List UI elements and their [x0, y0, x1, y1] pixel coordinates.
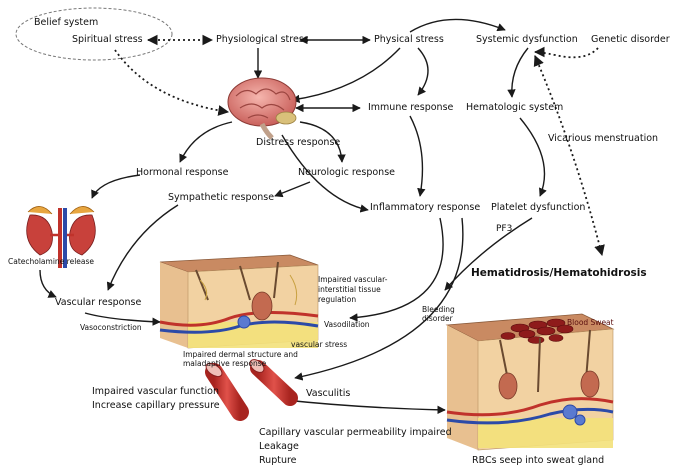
arrow-genetic-systemic	[535, 48, 598, 57]
rbcs-seep-label: RBCs seep into sweat gland	[472, 455, 604, 466]
impaired-interstitial-line3: regulation	[318, 295, 356, 304]
hematidrosis-title: Hematidrosis/Hematohidrosis	[471, 268, 647, 279]
arrow-inflammatory-vasodilation	[350, 218, 443, 318]
arrow-physical-immune	[418, 48, 428, 95]
arrow-brain-hormonal	[180, 122, 232, 162]
impaired-dermal-line1: Impaired dermal structure and	[183, 350, 298, 359]
vasculitis-label: Vasculitis	[306, 388, 350, 399]
impaired-vascular-function-label: Impaired vascular function	[92, 386, 219, 397]
vasoconstriction-label: Vasoconstriction	[80, 323, 142, 332]
bleeding-disorder-line1: Bleeding	[422, 305, 455, 314]
belief-system-label: Belief system	[34, 17, 98, 28]
arrow-vascular-skin	[85, 313, 160, 322]
systemic-dysfunction-label: Systemic dysfunction	[476, 34, 578, 45]
arrow-physical-systemic	[410, 19, 505, 32]
genetic-disorder-label: Genetic disorder	[591, 34, 670, 45]
capillary-permeability-label: Capillary vascular permeability impaired	[259, 427, 452, 438]
arrow-systemic-hematologic	[512, 48, 528, 97]
platelet-dysfunction-label: Platelet dysfunction	[491, 202, 585, 213]
vascular-response-label: Vascular response	[55, 297, 141, 308]
impaired-interstitial-line1: Impaired vascular-	[318, 275, 387, 284]
sympathetic-response-label: Sympathetic response	[168, 192, 274, 203]
leakage-label: Leakage	[259, 441, 299, 452]
vasodilation-label: Vasodilation	[324, 320, 370, 329]
physiological-stress-label: Physiological stress	[216, 34, 309, 45]
vicarious-menstruation-label: Vicarious menstruation	[548, 133, 658, 144]
impaired-dermal-line2: maladaptive response	[183, 359, 266, 368]
impaired-interstitial-line2: interstitial tissue	[318, 285, 381, 294]
catecholamine-release-label: Catecholamine release	[8, 257, 94, 266]
spiritual-stress-label: Spiritual stress	[72, 34, 143, 45]
arrow-neurologic-sympathetic	[275, 182, 310, 196]
arrow-kidney-vascular	[40, 270, 56, 297]
brain-illustration	[228, 78, 296, 138]
hormonal-response-label: Hormonal response	[136, 167, 228, 178]
bleeding-disorder-line2: disorder	[422, 314, 453, 323]
arrow-spiritual-brain	[115, 50, 228, 112]
arrow-vicarious-hematidrosis	[535, 56, 602, 255]
arrow-hematologic-platelet	[520, 118, 545, 196]
distress-response-label: Distress response	[256, 137, 340, 148]
immune-response-label: Immune response	[368, 102, 453, 113]
bleeding-skin-illustration	[447, 314, 613, 450]
arrow-vessel-skin	[285, 400, 445, 410]
vascular-stress-label: vascular stress	[291, 340, 347, 349]
hematologic-system-label: Hematologic system	[466, 102, 563, 113]
blood-sweat-label: Blood Sweat	[567, 318, 614, 327]
rupture-label: Rupture	[259, 455, 297, 466]
skin-cross-section-illustration	[160, 255, 318, 348]
pf3-label: PF3	[496, 224, 512, 235]
arrow-hormonal-kidney	[92, 175, 140, 198]
neurologic-response-label: Neurologic response	[298, 167, 395, 178]
physical-stress-label: Physical stress	[374, 34, 444, 45]
arrow-platelet-bleeding	[445, 218, 532, 290]
inflammatory-response-label: Inflammatory response	[370, 202, 480, 213]
increase-capillary-pressure-label: Increase capillary pressure	[92, 400, 220, 411]
arrow-immune-inflammatory	[410, 116, 422, 196]
arrow-physical-brain	[292, 48, 400, 100]
